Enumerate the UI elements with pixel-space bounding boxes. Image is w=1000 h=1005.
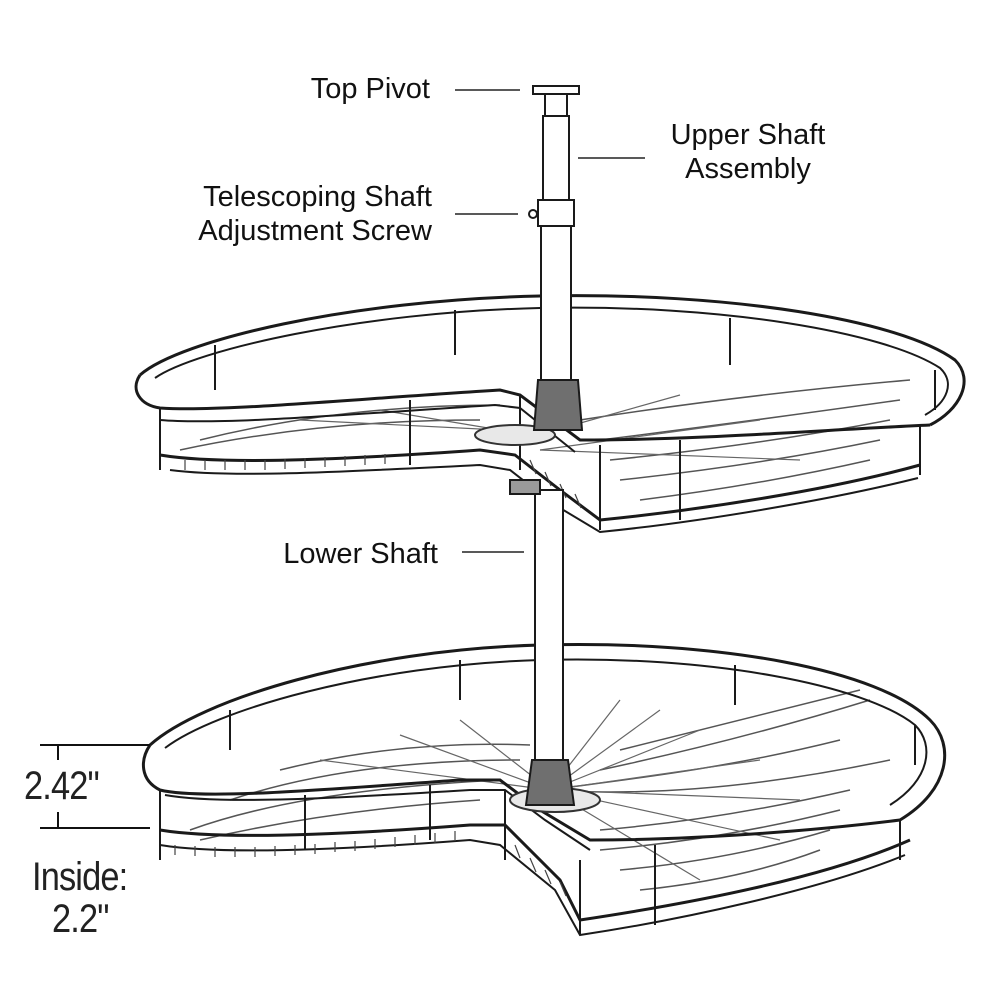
label-lower-shaft: Lower Shaft xyxy=(283,538,438,570)
center-shaft xyxy=(509,85,584,806)
label-telescoping-line2: Adjustment Screw xyxy=(198,215,432,247)
dimension-outer-height: 2.42" xyxy=(24,764,100,808)
dimension-inside-height: 2.2" xyxy=(52,897,109,941)
adjustment-screw xyxy=(528,209,538,219)
dimension-inside-label: Inside: xyxy=(32,855,128,899)
lower-tray xyxy=(141,643,947,937)
upper-tray-floor-rings xyxy=(179,379,911,501)
lower-tray-front-wires xyxy=(174,831,567,897)
lower-hub xyxy=(524,759,576,806)
label-upper-shaft-assembly: Upper Shaft Assembly xyxy=(648,118,848,186)
upper-hub xyxy=(532,379,584,431)
upper-tray xyxy=(134,294,966,534)
leader-lines xyxy=(455,89,645,553)
label-upper-shaft-line2: Assembly xyxy=(685,153,811,185)
label-top-pivot: Top Pivot xyxy=(310,73,430,105)
lower-shaft-tube xyxy=(534,489,564,766)
upper-tray-front-wires xyxy=(184,454,582,509)
dimension-bracket xyxy=(40,744,150,829)
label-telescoping-line1: Telescoping Shaft xyxy=(203,181,432,213)
telescoping-collar xyxy=(537,199,575,227)
label-upper-shaft-line1: Upper Shaft xyxy=(670,119,826,151)
top-pivot-plate xyxy=(532,85,580,95)
label-telescoping-screw: Telescoping Shaft Adjustment Screw xyxy=(150,180,432,248)
upper-shaft-tube xyxy=(542,115,570,207)
